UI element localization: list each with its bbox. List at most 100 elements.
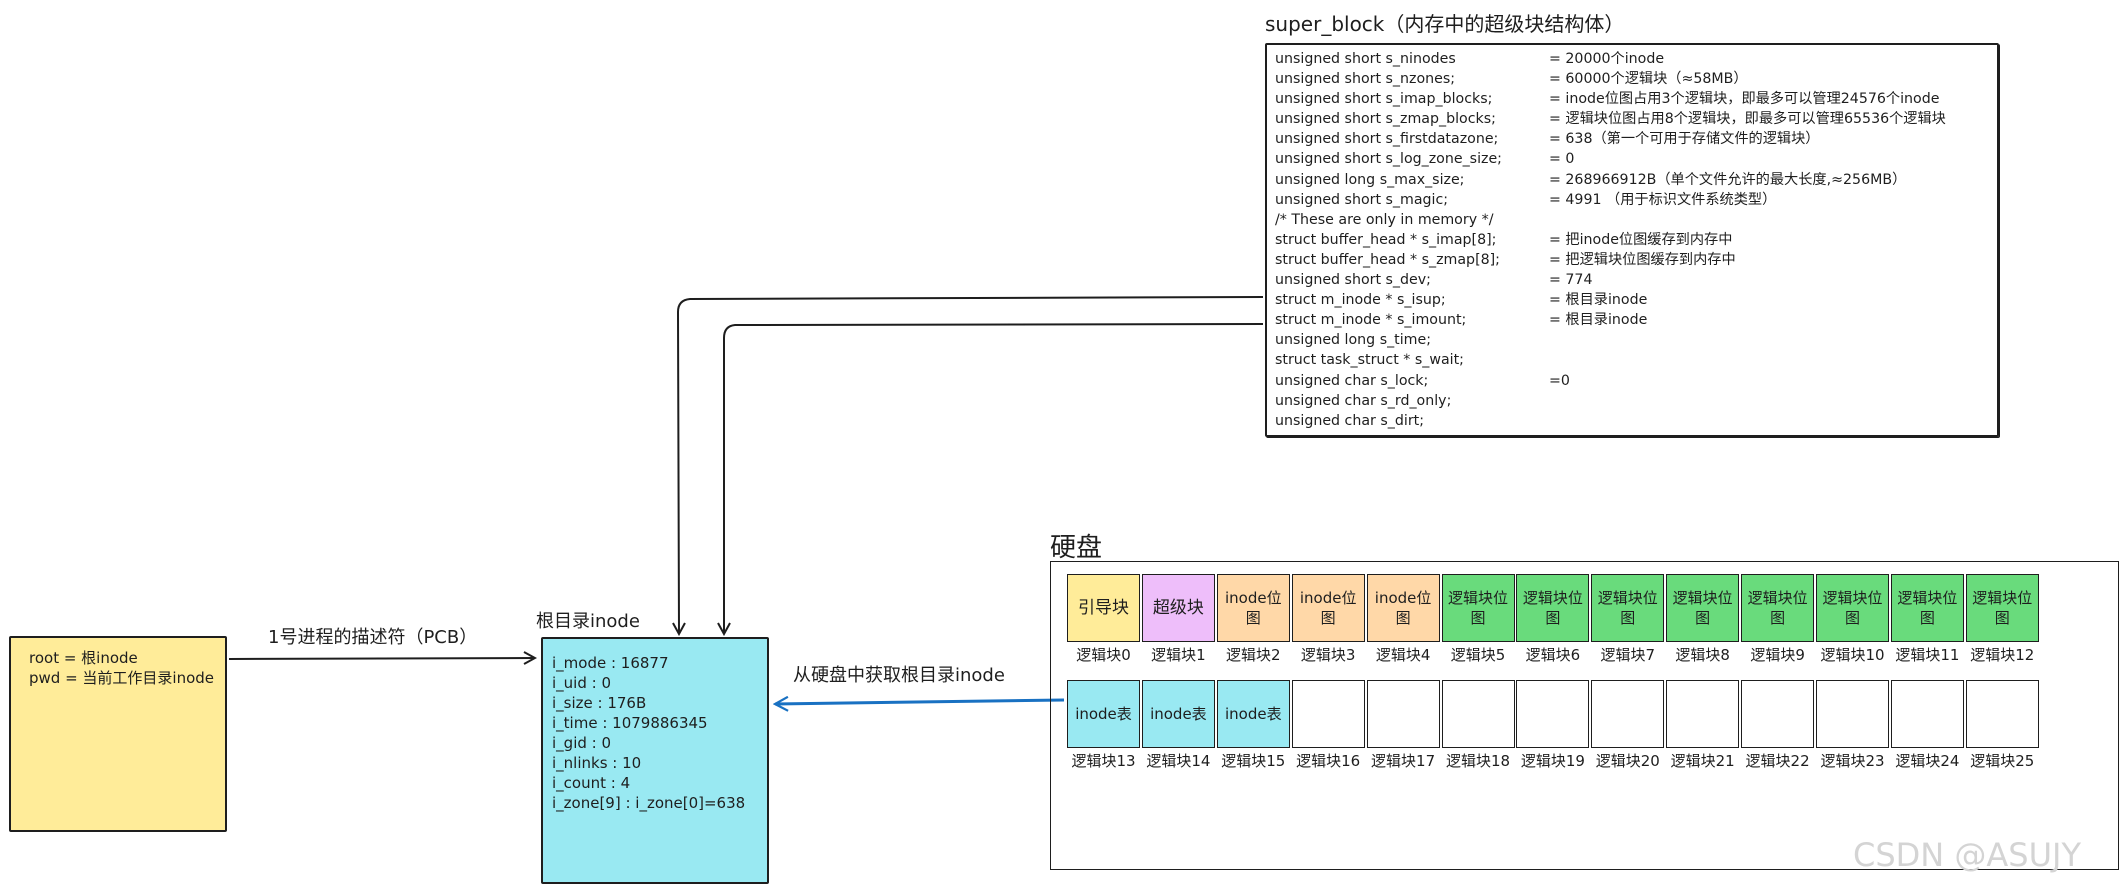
disk-block-label: 逻辑块9 xyxy=(1750,646,1805,664)
disk-block: 逻辑块位图 xyxy=(1890,574,1964,642)
disk-block-label: 逻辑块23 xyxy=(1820,752,1885,770)
super-block-field-row: struct task_struct * s_wait; xyxy=(1271,350,1997,370)
pcb-root-line: root = 根inode xyxy=(29,649,138,667)
disk-block: inode表 xyxy=(1067,680,1140,748)
super-block-field-row: unsigned long s_max_size; = 268966912B（单个… xyxy=(1271,170,1997,190)
super-block-field-row: unsigned short s_zmap_blocks;= 逻辑块位图占用8个… xyxy=(1271,109,1997,129)
disk-block-label: 逻辑块18 xyxy=(1445,752,1511,770)
disk-block-label: 逻辑块19 xyxy=(1520,752,1585,770)
disk-block xyxy=(1441,680,1515,748)
root-inode-title: 根目录inode xyxy=(536,611,640,632)
disk-block: 逻辑块位图 xyxy=(1666,574,1740,642)
disk-block-label: 逻辑块5 xyxy=(1450,646,1506,664)
disk-frame xyxy=(1050,561,2119,870)
field-name: struct buffer_head * s_imap[8]; xyxy=(1275,231,1497,248)
inode-field: i_mode : 16877 xyxy=(552,654,669,672)
field-name: unsigned short s_ninodes xyxy=(1275,51,1456,67)
super-block-field-row: unsigned long s_time; xyxy=(1271,330,1997,350)
field-value: = 20000个inode xyxy=(1549,51,1665,67)
super-block-field-row: struct m_inode * s_imount; = 根目录inode xyxy=(1271,310,1997,330)
disk-block xyxy=(1965,680,2039,748)
disk-block-label: 逻辑块22 xyxy=(1745,752,1810,770)
field-value: = inode位图占用3个逻辑块，即最多可以管理24576个inode xyxy=(1549,91,1940,108)
field-name: struct buffer_head * s_zmap[8]; xyxy=(1275,251,1500,268)
inode-field: i_count : 4 xyxy=(552,774,631,792)
field-value: = 0 xyxy=(1549,151,1575,168)
disk-block-label: 逻辑块10 xyxy=(1820,646,1885,664)
disk-block-label: 逻辑块16 xyxy=(1296,752,1361,770)
field-value: = 根目录inode xyxy=(1549,312,1648,329)
field-name: unsigned char s_lock; xyxy=(1275,372,1429,389)
disk-block xyxy=(1591,680,1665,748)
field-value: = 774 xyxy=(1549,272,1593,289)
inode-field: i_zone[9] : i_zone[0]=638 xyxy=(552,794,746,812)
disk-block: 逻辑块位图 xyxy=(1965,574,2039,642)
field-name: unsigned char s_dirt; xyxy=(1275,412,1424,429)
field-name: unsigned short s_firstdatazone; xyxy=(1275,131,1499,148)
disk-block xyxy=(1516,680,1590,748)
fetch-arrow-label: 从硬盘中获取根目录inode xyxy=(793,665,1005,686)
disk-block-label: 逻辑块0 xyxy=(1076,646,1131,664)
super-block-field-row: struct buffer_head * s_imap[8];= 把inode位… xyxy=(1271,230,1997,250)
field-value: = 60000个逻辑块（≈58MB） xyxy=(1549,71,1748,88)
disk-to-inode-arrow xyxy=(775,700,1065,704)
disk-block: 逻辑块位图 xyxy=(1516,574,1590,642)
super-block-field-row: unsigned short s_imap_blocks;= inode位图占用… xyxy=(1271,89,1997,109)
super-block-field-row: unsigned short s_ninodes = 20000个inode xyxy=(1271,49,1997,69)
disk-block-label: 逻辑块15 xyxy=(1221,752,1286,770)
super-block-field-row: /* These are only in memory */ xyxy=(1271,210,1997,230)
super-block-field-row: unsigned short s_firstdatazone; = 638（第一个… xyxy=(1271,129,1997,149)
field-name: unsigned long s_max_size; xyxy=(1275,171,1465,188)
super-block-field-row: unsigned short s_magic; = 4991 （用于标识文件系统类… xyxy=(1271,190,1997,210)
inode-field: i_gid : 0 xyxy=(552,734,612,752)
disk-block: inode位图 xyxy=(1291,574,1365,642)
super-block-field-row: unsigned char s_dirt; xyxy=(1271,411,1997,431)
super-block-field-row: unsigned short s_log_zone_size;= 0 xyxy=(1271,149,1997,169)
field-name: unsigned char s_rd_only; xyxy=(1275,392,1452,409)
field-name: unsigned short s_nzones; xyxy=(1275,71,1456,88)
field-value: = 把逻辑块位图缓存到内存中 xyxy=(1549,251,1736,268)
disk-block: 逻辑块位图 xyxy=(1741,574,1815,642)
disk-block: 逻辑块位图 xyxy=(1441,574,1515,642)
disk-block-label: 逻辑块2 xyxy=(1226,646,1281,664)
disk-title: 硬盘 xyxy=(1050,533,1103,563)
disk-block xyxy=(1816,680,1889,748)
disk-block-label: 逻辑块8 xyxy=(1675,646,1730,664)
field-name: /* These are only in memory */ xyxy=(1275,211,1494,228)
super-block-field-row: unsigned char s_rd_only; xyxy=(1271,391,1997,411)
disk-block-label: 逻辑块11 xyxy=(1895,646,1960,664)
inode-field: i_size : 176B xyxy=(552,694,647,712)
disk-block-label: 逻辑块3 xyxy=(1300,646,1356,664)
field-name: struct m_inode * s_isup; xyxy=(1275,292,1446,309)
field-name: unsigned short s_dev; xyxy=(1275,272,1431,289)
disk-block-label: 逻辑块7 xyxy=(1600,646,1656,664)
disk-block-label: 逻辑块24 xyxy=(1895,752,1960,770)
disk-block: 引导块 xyxy=(1067,574,1140,642)
super-block-field-row: struct m_inode * s_isup; = 根目录inode xyxy=(1271,290,1997,310)
field-value: = 根目录inode xyxy=(1549,292,1648,309)
field-name: struct task_struct * s_wait; xyxy=(1275,352,1464,369)
field-value: = 638（第一个可用于存储文件的逻辑块） xyxy=(1549,131,1820,148)
field-value: = 逻辑块位图占用8个逻辑块，即最多可以管理65536个逻辑块 xyxy=(1549,111,1946,128)
disk-block xyxy=(1291,680,1365,748)
disk-block-label: 逻辑块4 xyxy=(1375,646,1431,664)
disk-block-label: 逻辑块17 xyxy=(1371,752,1436,770)
pcb-arrow-label: 1号进程的描述符（PCB） xyxy=(268,627,478,648)
disk-block-label: 逻辑块6 xyxy=(1525,646,1581,664)
disk-block-label: 逻辑块1 xyxy=(1151,646,1206,664)
field-name: unsigned short s_magic; xyxy=(1275,191,1449,208)
field-name: struct m_inode * s_imount; xyxy=(1275,312,1467,329)
disk-block: inode位图 xyxy=(1366,574,1440,642)
field-value: = 268966912B（单个文件允许的最大长度,≈256MB） xyxy=(1549,171,1907,188)
disk-block xyxy=(1666,680,1740,748)
disk-block-label: 逻辑块14 xyxy=(1146,752,1211,770)
super-block-field-row: unsigned short s_nzones; = 60000个逻辑块（≈58M… xyxy=(1271,69,1997,89)
disk-block xyxy=(1366,680,1440,748)
field-value: = 4991 （用于标识文件系统类型） xyxy=(1549,191,1777,208)
disk-block: 逻辑块位图 xyxy=(1591,574,1665,642)
disk-block-label: 逻辑块20 xyxy=(1595,752,1660,770)
watermark: CSDN @ASUJY xyxy=(1853,836,2082,874)
